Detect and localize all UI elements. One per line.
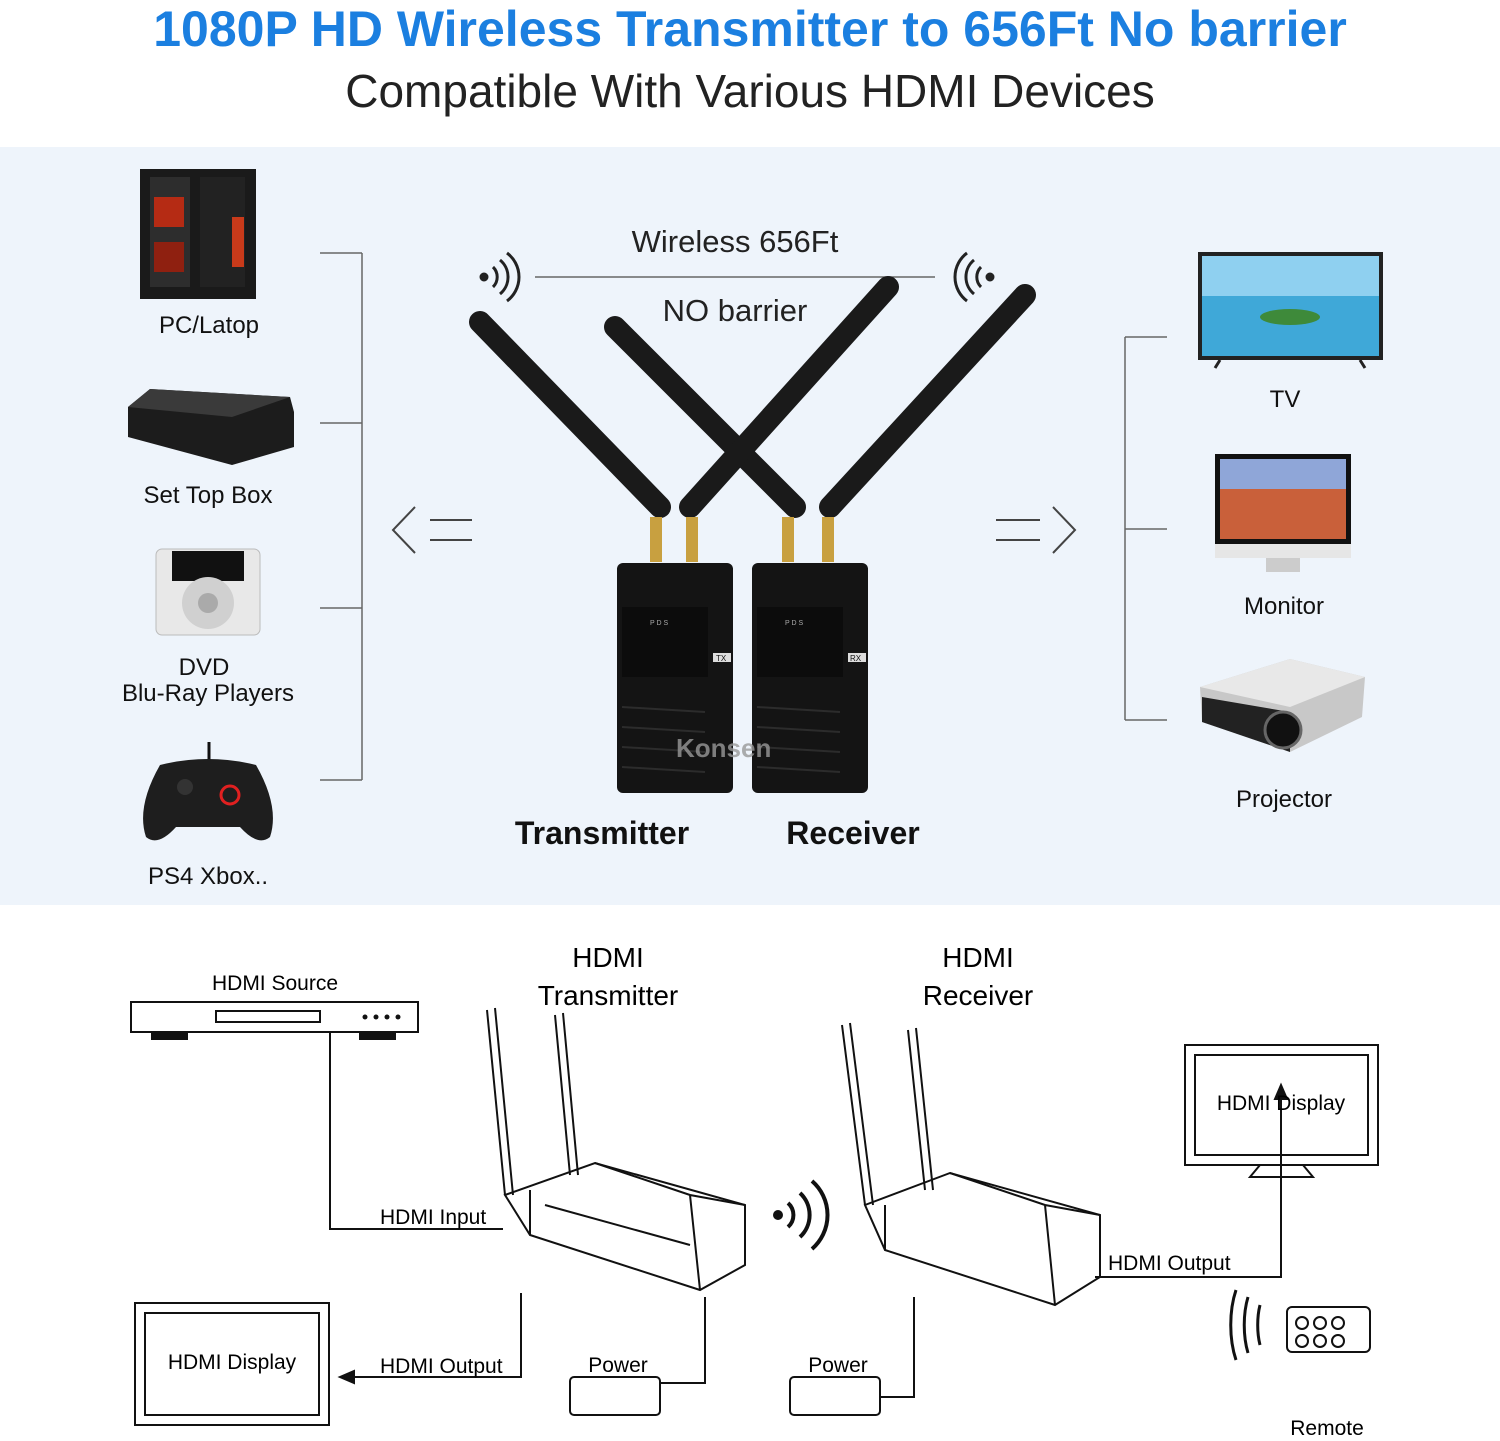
display-label-monitor: Monitor (1243, 593, 1325, 620)
projector-icon (1200, 659, 1365, 752)
hdmi-output-cable-right (1095, 1090, 1282, 1278)
rx-title-line2: Receiver (923, 980, 1033, 1011)
arrow-right-icon (996, 506, 1077, 554)
source-bracket (320, 252, 363, 781)
source-label-pc: PC/Latop (158, 312, 260, 339)
transmitter-label: Transmitter (514, 815, 690, 851)
hdmi-display-left (134, 1302, 330, 1426)
hdmi-output-right-label: HDMI Output (1108, 1252, 1231, 1275)
page-subtitle: Compatible With Various HDMI Devices (345, 65, 1155, 117)
tx-title-line1: HDMI (572, 942, 644, 973)
rx-tag: RX (850, 654, 862, 663)
transmitter-line-drawing (486, 1007, 746, 1292)
tx-tag: TX (716, 654, 727, 663)
receiver-device: P D S RX (752, 563, 868, 793)
source-label-dvd: DVD (178, 654, 230, 681)
wireless-range-label: Wireless 656Ft (631, 224, 839, 259)
led-labels: P D S (785, 620, 803, 627)
remote-icon (1229, 1289, 1371, 1361)
hdmi-display-right-label: HDMI Display (1217, 1092, 1346, 1115)
receiver-label: Receiver (786, 815, 920, 851)
pc-tower-icon (140, 169, 256, 299)
hdmi-display-right (1184, 1044, 1379, 1166)
tv-icon (1198, 252, 1383, 369)
rx-title-line1: HDMI (942, 942, 1014, 973)
power-rx-label: Power (808, 1354, 868, 1377)
display-label-projector: Projector (1235, 786, 1333, 813)
monitor-icon (1215, 454, 1351, 572)
arrow-left-icon (391, 506, 472, 554)
wireless-signal-right-icon (953, 251, 995, 303)
source-label-console: PS4 Xbox.. (147, 863, 269, 890)
gamepad-icon (143, 742, 273, 841)
power-tx-label: Power (588, 1354, 648, 1377)
wireless-signal-left-icon (479, 251, 521, 303)
receiver-line-drawing (841, 1022, 1101, 1307)
transmitter-device: P D S TX (617, 563, 733, 793)
watermark: Konsen (676, 733, 771, 763)
power-adapter-tx (569, 1376, 661, 1416)
display-label-tv: TV (1269, 386, 1301, 413)
product-illustration: P D S TX P D S RX Konsen (128, 169, 1383, 841)
display-bracket (1124, 336, 1167, 721)
no-barrier-label: NO barrier (662, 293, 808, 328)
hdmi-output-cable-left (340, 1293, 522, 1378)
antennas (469, 276, 1036, 518)
dvd-player-icon (155, 548, 261, 636)
power-cable-tx (660, 1297, 706, 1384)
hdmi-input-label: HDMI Input (380, 1206, 486, 1229)
source-label-set-top-box: Set Top Box (143, 482, 273, 509)
power-cable-rx (880, 1297, 915, 1398)
power-adapter-rx (789, 1376, 881, 1416)
hdmi-source-device (130, 1001, 419, 1033)
tx-title-line2: Transmitter (538, 980, 679, 1011)
wireless-signal-center-icon (773, 1179, 830, 1251)
hdmi-display-left-label: HDMI Display (168, 1351, 297, 1374)
source-label-bluray: Blu-Ray Players (121, 680, 295, 707)
connection-diagram: HDMI Source HDMI Transmitter HDMI Receiv… (130, 942, 1379, 1440)
hdmi-input-cable (329, 1032, 503, 1230)
hdmi-source-label: HDMI Source (212, 972, 338, 995)
page-title: 1080P HD Wireless Transmitter to 656Ft N… (153, 1, 1347, 57)
hdmi-output-left-label: HDMI Output (380, 1355, 503, 1378)
led-labels: P D S (650, 620, 668, 627)
set-top-box-icon (128, 389, 294, 465)
remote-label: Remote (1290, 1417, 1364, 1440)
